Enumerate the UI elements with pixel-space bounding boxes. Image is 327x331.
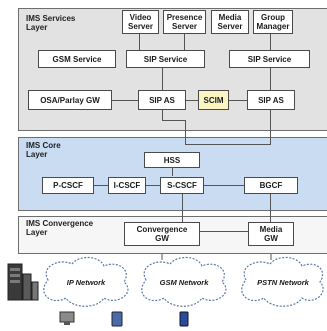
connector-line xyxy=(185,120,186,144)
s-cscf-box: S-CSCF xyxy=(160,177,204,194)
connector-line xyxy=(162,120,185,121)
osa-parlay-gw-box: OSA/Parlay GW xyxy=(28,90,112,110)
services-layer-label: IMS Services Layer xyxy=(26,14,76,32)
connector-line xyxy=(172,168,173,176)
sip-service-box: SIP Service xyxy=(126,50,205,68)
media-server-box: Media Server xyxy=(211,10,249,34)
connector-line xyxy=(139,34,140,50)
i-cscf-box: I-CSCF xyxy=(108,177,146,194)
connector-line xyxy=(182,194,183,224)
connector-line xyxy=(186,100,198,101)
pstn-network-cloud-icon xyxy=(241,256,324,307)
connector-line xyxy=(270,194,271,224)
gsm-network-cloud-icon xyxy=(141,256,227,307)
gsm-network-label: GSM Network xyxy=(160,278,210,287)
media-gw-box: Media GW xyxy=(248,222,294,246)
p-cscf-box: P-CSCF xyxy=(42,177,94,194)
connector-line xyxy=(200,231,248,232)
pda-icon xyxy=(111,311,123,327)
connector-line xyxy=(270,34,271,50)
connector-line xyxy=(229,100,247,101)
bgcf-box: BGCF xyxy=(244,177,298,194)
ip-network-label: IP Network xyxy=(67,278,106,287)
group-manager-box: Group Manager xyxy=(253,10,293,34)
convergence-layer-label: IMS Convergence Layer xyxy=(26,219,94,237)
connector-line xyxy=(270,68,271,90)
connector-line xyxy=(112,100,138,101)
sip-as-box: SIP AS xyxy=(138,90,186,110)
mobile-phone-icon xyxy=(179,311,189,327)
networks-illustration: IP Network GSM Network PSTN Network xyxy=(7,254,324,327)
connector-line xyxy=(270,110,271,144)
sip-service-box: SIP Service xyxy=(229,50,310,68)
connector-line xyxy=(162,68,163,90)
server-rack-icon xyxy=(7,263,39,301)
hss-box: HSS xyxy=(144,152,200,168)
sip-as-box: SIP AS xyxy=(247,90,295,110)
connector-line xyxy=(162,110,163,120)
core-layer-label: IMS Core Layer xyxy=(26,141,61,159)
presence-server-box: Presence Server xyxy=(163,10,206,34)
video-server-box: Video Server xyxy=(122,10,159,34)
ip-network-cloud-icon xyxy=(43,256,129,307)
convergence-gw-box: Convergence GW xyxy=(124,222,200,246)
pstn-network-label: PSTN Network xyxy=(257,278,310,287)
connector-line xyxy=(94,185,108,186)
connector-line xyxy=(146,185,160,186)
connector-line xyxy=(185,144,271,145)
connector-line xyxy=(204,185,244,186)
connector-line xyxy=(184,34,185,50)
desktop-computer-icon xyxy=(59,311,75,325)
gsm-service-box: GSM Service xyxy=(38,50,116,68)
scim-box: SCIM xyxy=(198,90,229,110)
